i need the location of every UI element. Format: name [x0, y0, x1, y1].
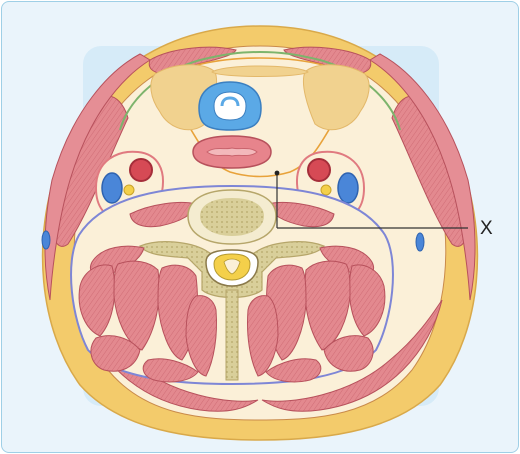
spinous-process [225, 289, 239, 381]
trachea-lumen [213, 91, 247, 121]
internal-jugular-vein-right [337, 172, 359, 204]
vertebral-body-cancellous [200, 198, 264, 236]
external-jugular-vein-right [415, 232, 425, 252]
deep-neck-muscles-left [78, 245, 217, 383]
platysma-left [44, 53, 151, 301]
deep-neck-muscles-right [247, 245, 386, 383]
trachea-lumen-inner [220, 96, 240, 107]
spinal-cord-grey-matter [223, 258, 241, 275]
platysma-right [369, 53, 476, 301]
vagus-nerve-left [123, 184, 135, 196]
pointer-label-x: X [480, 218, 493, 239]
vagus-nerve-right [320, 184, 332, 196]
pointer-dot [274, 170, 280, 176]
thyroid-gland-right [302, 64, 370, 131]
trapezius-muscle-right [261, 299, 443, 412]
thyroid-isthmus [211, 65, 309, 77]
esophagus-lumen [206, 147, 258, 157]
common-carotid-artery-right [307, 158, 331, 182]
common-carotid-artery-left [129, 158, 153, 182]
internal-jugular-vein-left [101, 172, 123, 204]
external-jugular-vein-left [41, 230, 51, 250]
